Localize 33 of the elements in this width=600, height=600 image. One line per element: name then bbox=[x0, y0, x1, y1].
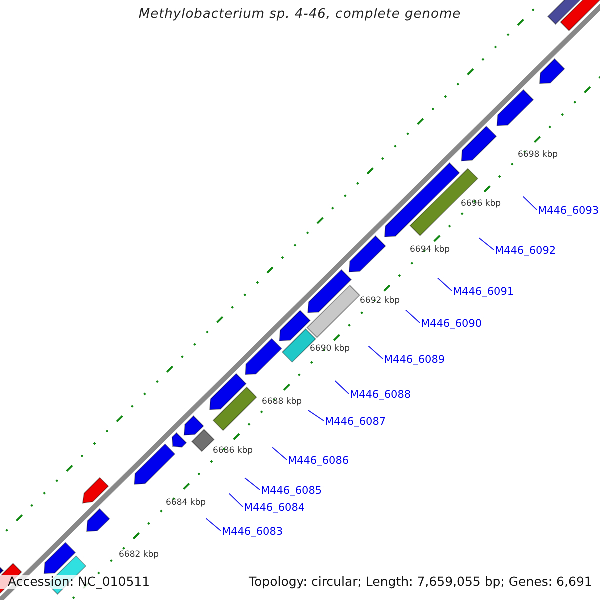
gene-label: M446_6085 bbox=[261, 484, 322, 498]
gene-label: M446_6089 bbox=[384, 353, 446, 367]
gene-label: M446_6091 bbox=[453, 285, 514, 299]
gene-label: M446_6093 bbox=[538, 204, 600, 218]
tick-label: 6690 kbp bbox=[310, 343, 350, 356]
gene-label: M446_6090 bbox=[421, 317, 482, 331]
leader-line bbox=[228, 493, 244, 508]
tick-label: 6698 kbp bbox=[518, 149, 558, 162]
gene-label: M446_6088 bbox=[350, 388, 412, 402]
leader-line bbox=[308, 410, 324, 422]
leader-line bbox=[272, 447, 288, 460]
leader-line bbox=[368, 346, 384, 360]
tick-label: 6694 kbp bbox=[410, 244, 450, 257]
tick-label: 6682 kbp bbox=[119, 549, 160, 562]
diagram-title: Methylobacterium sp. 4-46, complete genome bbox=[138, 7, 462, 22]
gene-label: M446_6087 bbox=[325, 415, 386, 429]
gene-label: M446_6083 bbox=[222, 525, 284, 539]
leader-line bbox=[334, 380, 350, 394]
gene-label: M446_6086 bbox=[288, 454, 350, 468]
leader-line bbox=[478, 238, 494, 250]
genome-info-text: Topology: circular; Length: 7,659,055 bp; Genes: 6,691 bbox=[249, 575, 592, 589]
gene-label: M446_6084 bbox=[244, 501, 306, 515]
leader-line bbox=[522, 196, 538, 210]
tick-label: 6686 kbp bbox=[213, 445, 254, 458]
tick-label: 6684 kbp bbox=[166, 497, 206, 510]
tick-label: 6696 kbp bbox=[461, 198, 502, 211]
leader-line bbox=[406, 310, 420, 324]
gene-label: M446_6092 bbox=[495, 244, 556, 258]
tick-label: 6688 kbp bbox=[262, 396, 302, 409]
tick-label: 6692 kbp bbox=[360, 295, 400, 308]
leader-line bbox=[438, 278, 452, 292]
leader-line bbox=[206, 518, 222, 532]
leader-line bbox=[244, 478, 260, 490]
